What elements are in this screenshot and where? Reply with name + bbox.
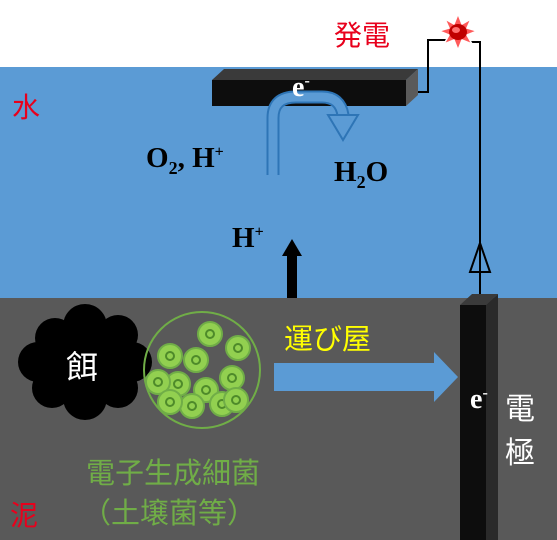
bacterium-nucleus [165,351,175,361]
bacterium-cell [219,365,245,391]
electrode-label: 電極 [505,392,535,471]
proton-charge: + [254,223,264,241]
reaction-arrowhead [326,114,360,142]
power-star-icon [436,11,480,53]
bacteria-colony-icon [143,311,261,429]
oxygen-symbol: O [365,156,389,188]
bacterium-cell [179,393,205,419]
reactants-label: O2, H+ [146,142,224,178]
mud-label: 泥 [10,499,39,532]
bacterium-nucleus [173,379,183,389]
electron-label-top: e- [292,72,310,104]
bacterium-nucleus [201,385,211,395]
wire-anode [468,41,481,305]
bacterium-cell [225,335,251,361]
bacteria-cells [145,321,251,419]
proton-charge: + [214,143,224,161]
bacterium-nucleus [231,395,241,405]
electron-charge: - [304,72,310,90]
bacterium-cell [157,343,183,369]
bacterium-nucleus [205,329,215,339]
bacterium-nucleus [233,343,243,353]
proton-arrow [282,239,302,298]
proton-symbol: H [232,222,255,254]
reaction-arrow [268,92,348,175]
oxygen-symbol: O [146,142,169,174]
oxygen-subscript: 2 [168,157,178,178]
hydrogen-symbol: H [334,156,357,188]
current-arrow [468,239,492,273]
bacterium-cell [197,321,223,347]
bacterium-cell [183,347,209,373]
reaction-arrow-outline [266,90,350,175]
bacterium-nucleus [165,397,175,407]
carrier-label: 運び屋 [284,322,372,356]
bacteria-label-line1: 電子生成細菌 [86,456,261,490]
proton-label: H+ [232,222,264,255]
electron-label-electrode: e- [470,384,488,416]
power-label: 発電 [334,19,391,52]
proton-symbol: , H [177,142,215,174]
bacterium-cell [157,389,183,415]
hydrogen-subscript: 2 [356,171,366,192]
wire-cathode [418,39,448,93]
water-label: 水 [12,91,41,124]
bacterium-cell [145,369,171,395]
food-label: 餌 [66,348,99,386]
bacterium-nucleus [153,377,163,387]
product-label: H2O [334,156,389,192]
food-cloud-icon [18,304,152,420]
electron-symbol: e [292,72,305,103]
bacterium-nucleus [187,401,197,411]
bacterium-cell [223,387,249,413]
bacterium-nucleus [227,373,237,383]
transport-arrow [274,352,458,402]
electron-charge: - [482,384,488,402]
bacterium-nucleus [191,355,201,365]
electron-symbol: e [470,384,483,415]
bacteria-label-line2: （土壌菌等） [82,496,257,530]
anode-electrode [460,294,498,540]
